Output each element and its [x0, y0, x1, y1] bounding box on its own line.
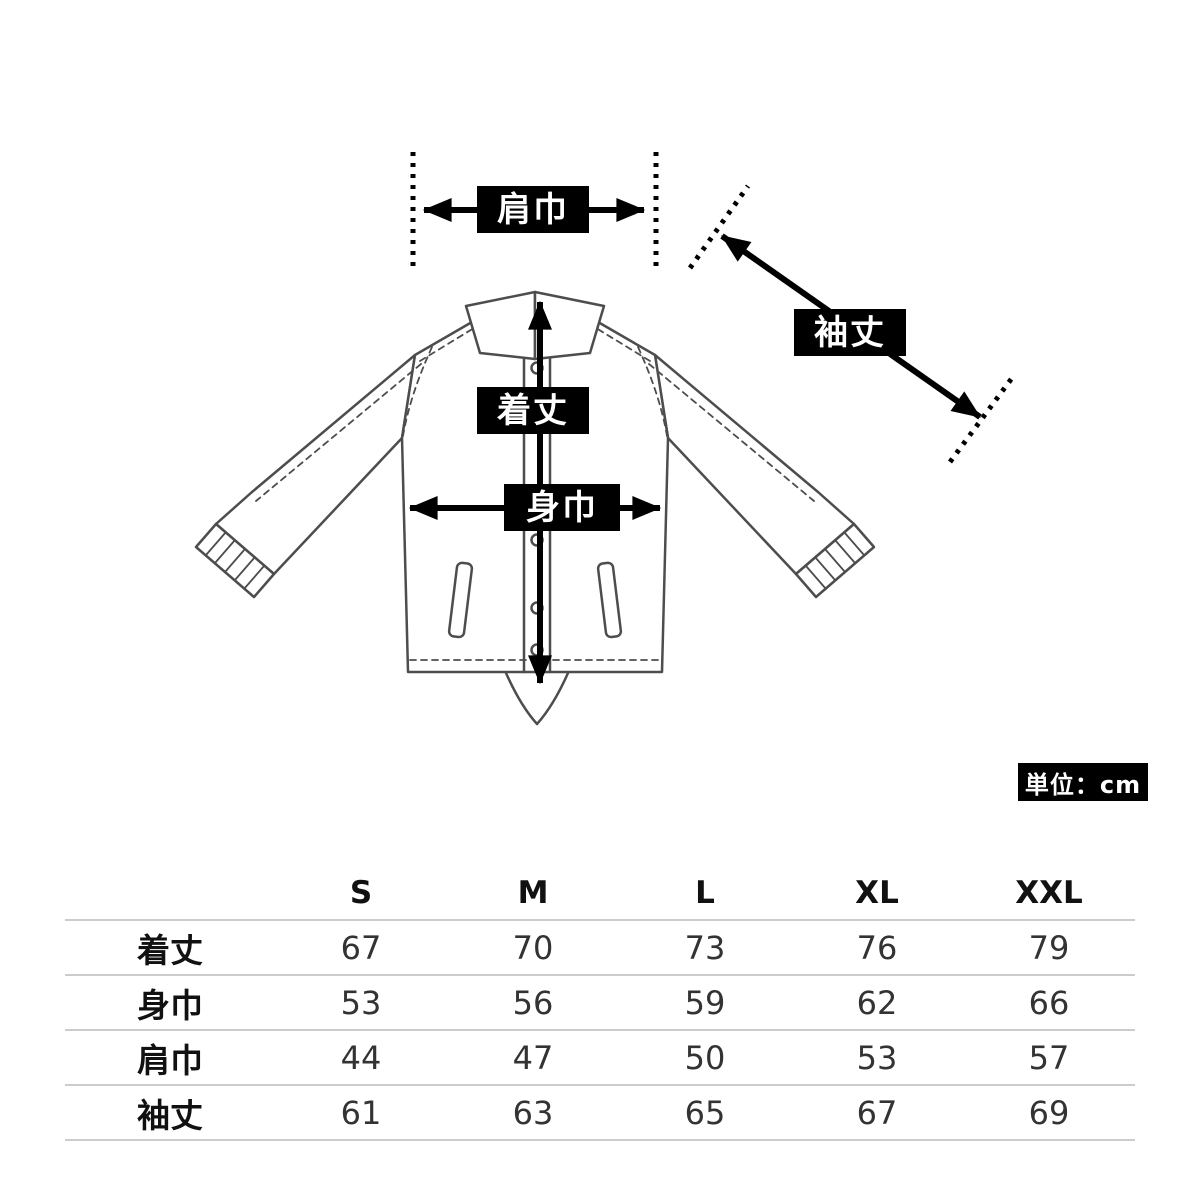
corner-cell: [65, 866, 275, 920]
hem-drawcord: [504, 671, 570, 726]
table-row-sleeve-length: 袖丈 61 63 65 67 69: [65, 1085, 1135, 1140]
size-value: 67: [340, 928, 382, 967]
size-value: 57: [1028, 1038, 1070, 1077]
row-label: 袖丈: [137, 1095, 203, 1135]
extension-lines: [410, 152, 1015, 464]
size-value: 63: [512, 1093, 554, 1132]
shoulder-width-label: 肩巾: [477, 186, 589, 233]
right-sleeve: [653, 353, 856, 576]
right-cuff-ribs: [805, 531, 865, 590]
left-pocket: [447, 561, 474, 639]
sleeve-extension-top: [687, 184, 751, 270]
jacket-size-diagram: [194, 152, 1015, 726]
size-column-header: M: [517, 874, 549, 911]
size-value: 62: [856, 983, 898, 1022]
size-value: 61: [340, 1093, 382, 1132]
size-value: 47: [512, 1038, 554, 1077]
size-value: 44: [340, 1038, 382, 1077]
row-label: 着丈: [137, 930, 203, 970]
size-value: 69: [1028, 1093, 1070, 1132]
right-pocket: [596, 561, 623, 639]
size-table-header-row: S M L XL XXL: [65, 866, 1135, 920]
size-value: 53: [856, 1038, 898, 1077]
unit-badge: 単位：cm: [1018, 763, 1148, 801]
size-value: 56: [512, 983, 554, 1022]
size-value: 70: [512, 928, 554, 967]
size-value: 73: [684, 928, 726, 967]
size-value: 50: [684, 1038, 726, 1077]
size-value: 76: [856, 928, 898, 967]
body-width-label: 身巾: [504, 484, 620, 531]
size-value: 66: [1028, 983, 1070, 1022]
left-sleeve: [214, 353, 417, 576]
sleeve-extension-bottom: [947, 376, 1015, 464]
size-value: 67: [856, 1093, 898, 1132]
size-column-header: S: [349, 874, 373, 911]
size-column-header: L: [695, 874, 715, 911]
size-table: S M L XL XXL 着丈 67 70 73 76 79 身巾 53 56 …: [65, 866, 1135, 1141]
row-label: 肩巾: [137, 1040, 203, 1080]
left-cuff-ribs: [205, 531, 265, 590]
size-value: 79: [1028, 928, 1070, 967]
size-column-header: XXL: [1015, 874, 1083, 911]
size-column-header: XL: [855, 874, 899, 911]
table-row-body-width: 身巾 53 56 59 62 66: [65, 975, 1135, 1030]
row-label: 身巾: [137, 985, 203, 1025]
body-length-label: 着丈: [477, 387, 589, 434]
table-row-body-length: 着丈 67 70 73 76 79: [65, 920, 1135, 975]
sleeve-length-label: 袖丈: [794, 309, 906, 356]
size-value: 53: [340, 983, 382, 1022]
size-value: 59: [684, 983, 726, 1022]
size-value: 65: [684, 1093, 726, 1132]
table-row-shoulder-width: 肩巾 44 47 50 53 57: [65, 1030, 1135, 1085]
